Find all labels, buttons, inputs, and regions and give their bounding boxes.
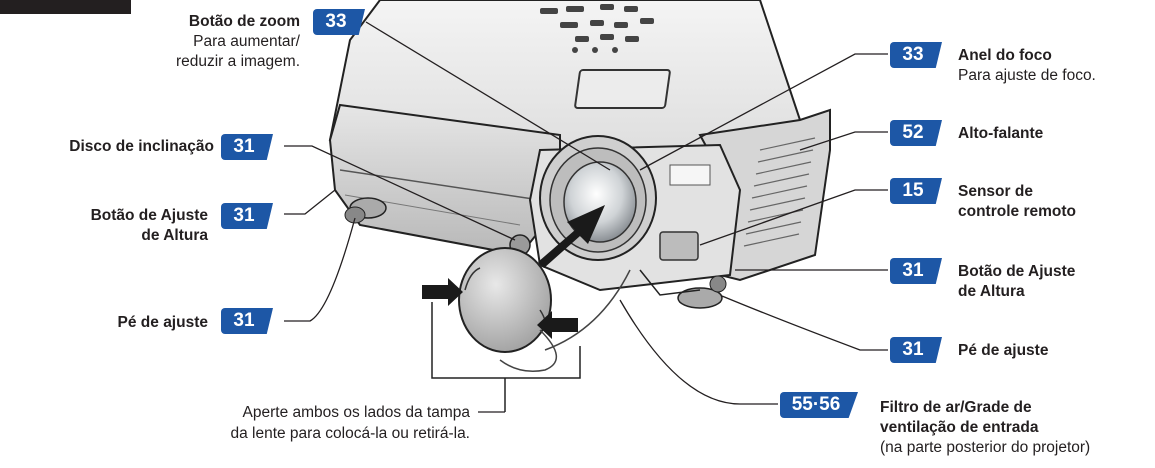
lens-cap <box>458 247 552 353</box>
leader-focus <box>639 53 888 171</box>
lens-cap-note-line-1: Aperte ambos os lados da tampa <box>242 404 470 421</box>
leader-tilt <box>284 145 516 241</box>
zoom-page-badge: 33 <box>313 9 365 35</box>
foot-right-page-badge: 31 <box>890 337 942 363</box>
height-right-label: Botão de Ajuste de Altura <box>958 262 1075 302</box>
focus-page-badge: 33 <box>890 42 942 68</box>
insert-arrow <box>538 205 605 268</box>
sensor-title-2: controle remoto <box>958 203 1076 220</box>
leader-filter <box>619 299 778 405</box>
leader-speaker <box>799 131 888 151</box>
height-left-page-badge: 31 <box>221 203 273 229</box>
foot-left-page-badge: 31 <box>221 308 273 334</box>
zoom-label: Botão de zoom Para aumentar/ reduzir a i… <box>100 12 300 72</box>
height-left-title-1: Botão de Ajuste <box>90 207 208 224</box>
top-window <box>574 69 671 109</box>
sensor-title-1: Sensor de <box>958 183 1033 200</box>
leader-sensor <box>699 189 888 246</box>
focus-title: Anel do foco <box>958 47 1052 64</box>
leader-height-left <box>284 189 336 215</box>
zoom-title: Botão de zoom <box>188 13 300 30</box>
squeeze-arrow-right <box>537 311 578 339</box>
zoom-desc-1: Para aumentar/ <box>193 33 300 50</box>
zoom-desc-2: reduzir a imagem. <box>175 53 300 70</box>
filter-label: Filtro de ar/Grade de ventilação de entr… <box>880 398 1090 458</box>
header-tab <box>0 0 131 14</box>
leader-lines <box>284 21 888 413</box>
foot-left-title: Pé de ajuste <box>117 314 208 331</box>
tilt-label: Disco de inclinação <box>0 137 214 157</box>
focus-label: Anel do foco Para ajuste de foco. <box>958 46 1096 86</box>
filter-title-2: ventilação de entrada <box>880 419 1039 436</box>
focus-desc: Para ajuste de foco. <box>958 67 1096 84</box>
foot-right-shape <box>677 287 723 309</box>
cap-bracket <box>431 302 581 379</box>
sensor-page-badge: 15 <box>890 178 942 204</box>
speaker-title: Alto-falante <box>958 125 1044 142</box>
speaker-label: Alto-falante <box>958 124 1043 144</box>
badge-plate <box>669 164 711 186</box>
foot-right-label: Pé de ajuste <box>958 341 1048 361</box>
height-right-title-1: Botão de Ajuste <box>958 263 1076 280</box>
tilt-page-badge: 31 <box>221 134 273 160</box>
lens-cap-note: Aperte ambos os lados da tampa da lente … <box>40 402 470 444</box>
foot-left-label: Pé de ajuste <box>0 313 208 333</box>
control-panel <box>540 4 654 53</box>
sensor-label: Sensor de controle remoto <box>958 182 1076 222</box>
squeeze-arrow-left <box>422 278 463 306</box>
tilt-title: Disco de inclinação <box>69 138 214 155</box>
height-left-title-2: de Altura <box>141 227 208 244</box>
filter-desc: (na parte posterior do projetor) <box>880 439 1091 456</box>
leader-zoom <box>365 21 611 171</box>
leader-foot-right <box>721 295 888 351</box>
lens-glass <box>563 161 637 243</box>
remote-sensor <box>659 231 699 261</box>
height-left-label: Botão de Ajuste de Altura <box>0 206 208 246</box>
foot-right-title: Pé de ajuste <box>958 342 1049 359</box>
filter-title-1: Filtro de ar/Grade de <box>880 399 1032 416</box>
height-right-page-badge: 31 <box>890 258 942 284</box>
lens-cap-note-line-2: da lente para colocá-la ou retirá-la. <box>230 425 470 442</box>
leader-foot-left <box>284 217 356 322</box>
height-right-title-2: de Altura <box>958 283 1025 300</box>
speaker-page-badge: 52 <box>890 120 942 146</box>
filter-page-badge: 55·56 <box>780 392 858 418</box>
